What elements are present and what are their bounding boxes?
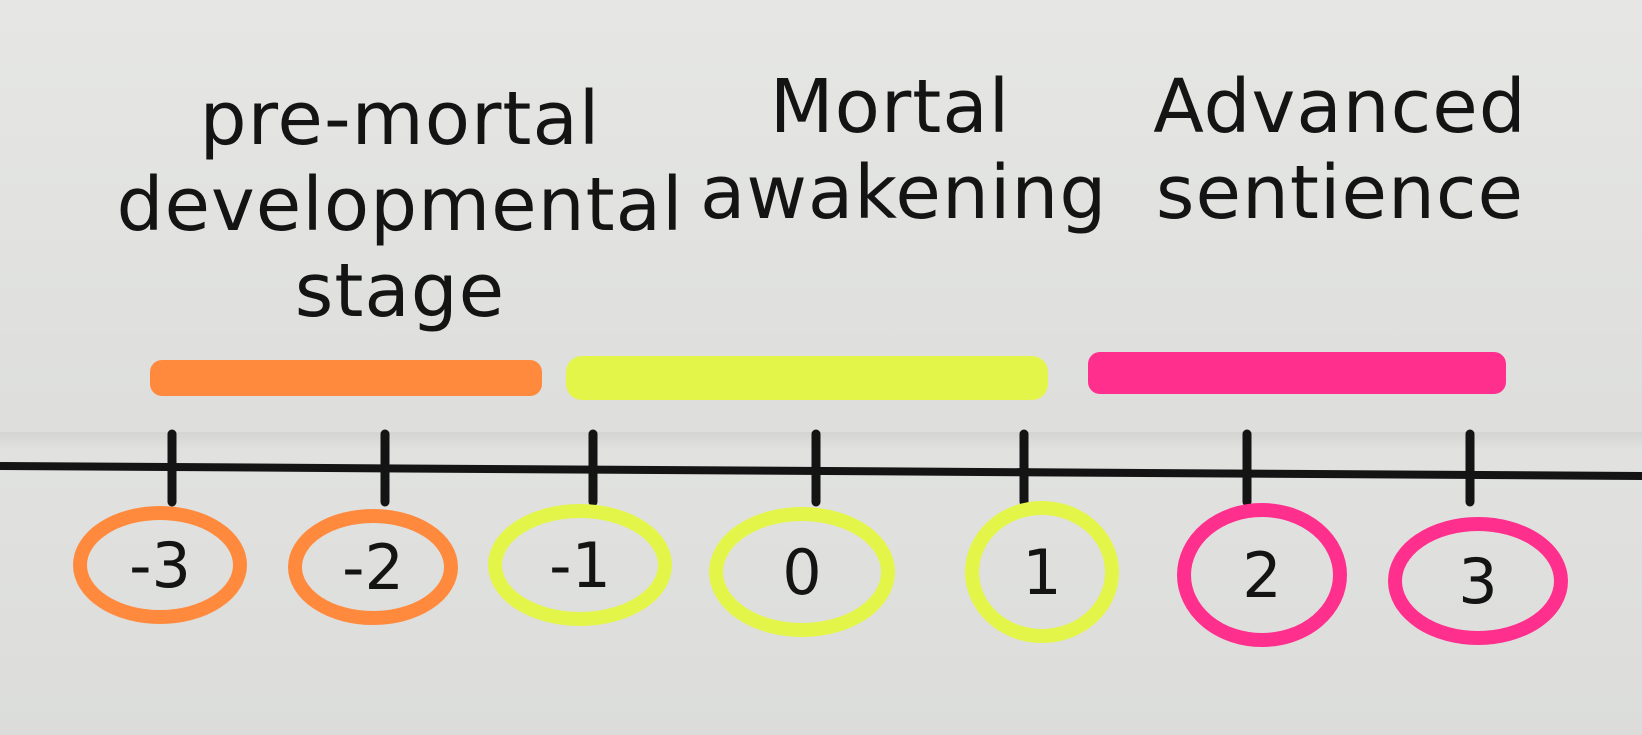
tick-circle: [488, 504, 672, 626]
tick-circle: [1388, 517, 1568, 645]
tick-label: -3: [129, 529, 191, 602]
label-premortal-line-3: stage: [294, 248, 506, 334]
tick-label: -1: [549, 529, 611, 602]
tick-circle: [965, 501, 1119, 643]
tick-circle: [288, 509, 458, 625]
highlight-bar-premortal: [150, 360, 542, 396]
label-premortal-line-1: pre-mortal: [199, 76, 601, 162]
tick-circle: [1177, 503, 1347, 647]
label-mortal: Mortal awakening: [700, 64, 1108, 236]
label-premortal-line-2: developmental: [116, 162, 684, 248]
label-mortal-line-1: Mortal: [769, 64, 1011, 150]
label-advanced: Advanced sentience: [1080, 64, 1600, 236]
label-advanced-line-2: sentience: [1155, 150, 1525, 236]
paper-fold: [0, 432, 1642, 735]
label-advanced-line-1: Advanced: [1153, 64, 1527, 150]
tick-label: 0: [782, 536, 821, 609]
tick-circle: [709, 507, 895, 637]
label-mortal-line-2: awakening: [700, 150, 1108, 236]
tick-label: 1: [1022, 536, 1061, 609]
highlight-bar-mortal: [566, 356, 1048, 400]
tick-label: 3: [1458, 545, 1497, 618]
highlight-bar-advanced: [1088, 352, 1506, 394]
label-premortal: pre-mortal developmental stage: [100, 76, 700, 334]
number-line-axis: [0, 462, 1642, 480]
tick-circle: [73, 506, 247, 624]
tick-label: -2: [342, 531, 404, 604]
tick-label: 2: [1242, 539, 1281, 612]
